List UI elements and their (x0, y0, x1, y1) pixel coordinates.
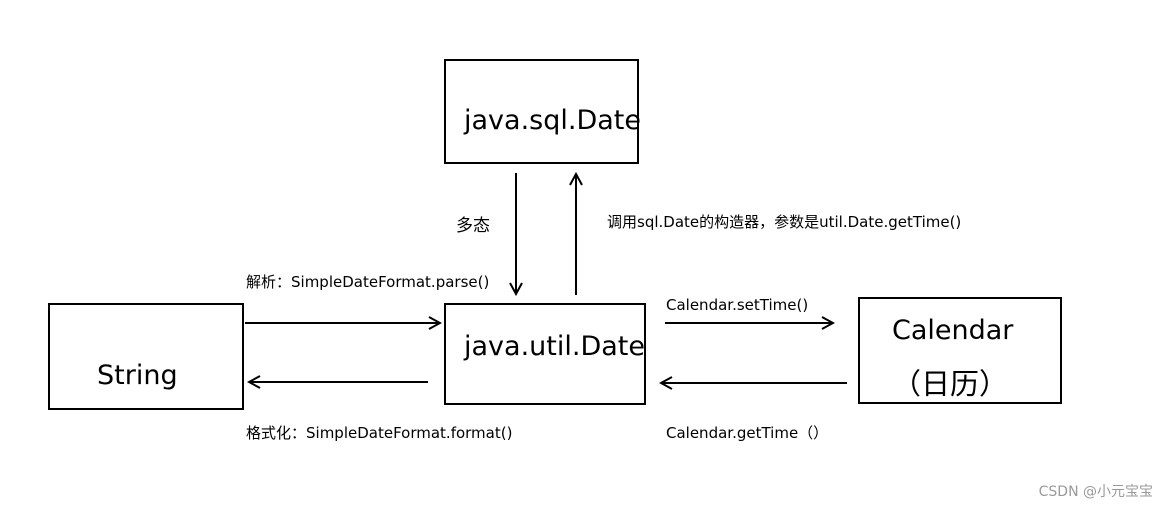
watermark-text: CSDN @小元宝宝 (1038, 484, 1153, 500)
node-string-label: String (97, 360, 178, 391)
node-sql-date-label: java.sql.Date (464, 105, 641, 136)
edge-label-polymorphism: 多态 (456, 216, 490, 236)
edge-label-parse: 解析：SimpleDateFormat.parse() (246, 273, 490, 291)
node-calendar-label-line2: （日历） (892, 367, 1009, 401)
edge-label-sql-constructor: 调用sql.Date的构造器，参数是util.Date.getTime() (607, 213, 962, 231)
edge-label-get-time: Calendar.getTime（） (666, 424, 829, 442)
edge-label-format: 格式化：SimpleDateFormat.format() (246, 424, 513, 442)
node-calendar: Calendar （日历） (858, 297, 1062, 404)
node-sql-date: java.sql.Date (444, 59, 641, 164)
edge-label-set-time: Calendar.setTime() (666, 296, 809, 314)
node-util-date: java.util.Date (444, 303, 646, 405)
node-util-date-label: java.util.Date (464, 331, 645, 362)
node-string: String (48, 303, 244, 410)
node-calendar-label-line1: Calendar (892, 315, 1014, 346)
